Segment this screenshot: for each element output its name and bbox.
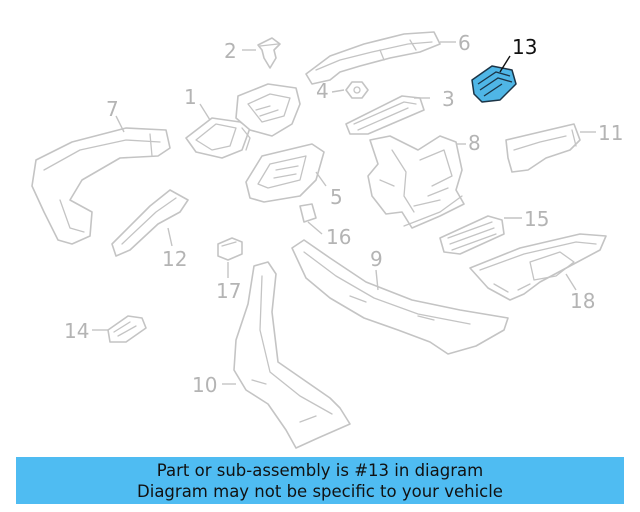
info-banner: Part or sub-assembly is #13 in diagram D… xyxy=(16,457,624,504)
part-4-nut xyxy=(345,81,369,99)
callout-9: 9 xyxy=(370,247,383,271)
part-3-grille xyxy=(345,95,425,135)
banner-line-disclaimer: Diagram may not be specific to your vehi… xyxy=(137,481,503,501)
callout-2: 2 xyxy=(224,39,237,63)
part-13-highlighted-vent xyxy=(471,65,517,103)
callout-11: 11 xyxy=(598,121,623,145)
part-15-vent xyxy=(439,215,505,255)
banner-line-part: Part or sub-assembly is #13 in diagram xyxy=(156,460,484,480)
callout-3: 3 xyxy=(442,87,455,111)
part-10-lower-duct xyxy=(233,261,351,449)
callout-14: 14 xyxy=(64,319,89,343)
callout-7: 7 xyxy=(106,97,119,121)
callout-4: 4 xyxy=(316,79,329,103)
part-5-center-vent xyxy=(245,143,325,203)
part-17-block xyxy=(217,237,243,261)
callout-8: 8 xyxy=(468,131,481,155)
part-16-clip xyxy=(299,203,317,223)
leader-lines xyxy=(92,41,596,385)
callout-1: 1 xyxy=(184,85,197,109)
callout-15: 15 xyxy=(524,207,549,231)
callout-12: 12 xyxy=(162,247,187,271)
part-9-center-duct xyxy=(291,239,509,355)
callout-17: 17 xyxy=(216,279,241,303)
part-12-bracket xyxy=(111,189,189,257)
part-1-vent-housing xyxy=(185,83,301,159)
part-14-vent xyxy=(107,315,147,343)
callout-5: 5 xyxy=(330,185,343,209)
callout-16: 16 xyxy=(326,225,351,249)
callout-labels: 1 2 3 4 5 6 7 8 9 10 11 12 13 14 15 16 1… xyxy=(64,31,623,397)
callout-6: 6 xyxy=(458,31,471,55)
part-11-duct xyxy=(505,123,581,173)
part-7-side-duct xyxy=(31,127,171,245)
parts-diagram: 1 2 3 4 5 6 7 8 9 10 11 12 13 14 15 16 1… xyxy=(31,31,623,449)
callout-18: 18 xyxy=(570,289,595,313)
callout-13: 13 xyxy=(512,35,537,59)
callout-10: 10 xyxy=(192,373,217,397)
part-18-panel xyxy=(469,233,607,301)
part-8-blower xyxy=(367,135,465,229)
part-6-upper-duct xyxy=(305,31,441,85)
part-2-clip xyxy=(257,37,281,69)
